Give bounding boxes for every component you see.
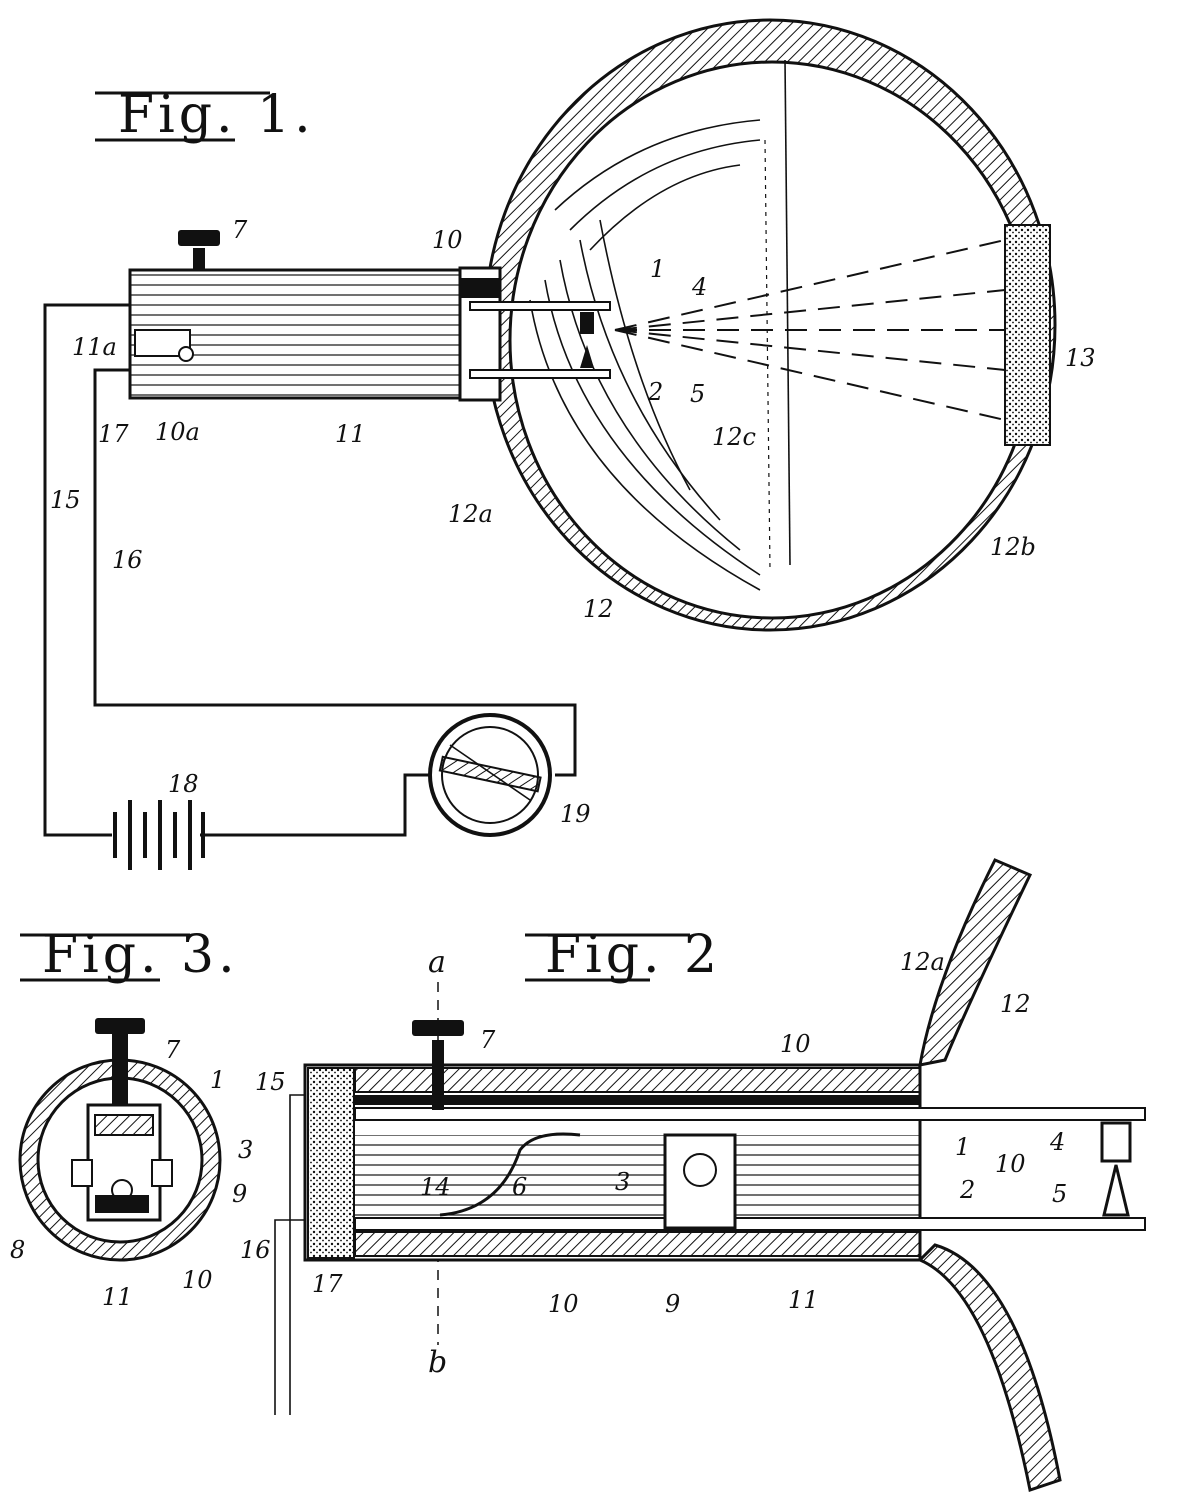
window-13	[1004, 224, 1051, 446]
fig3-title: Fig. 3.	[42, 925, 239, 985]
fig3-label-3: 3	[238, 1136, 253, 1164]
fig1-label-17: 17	[98, 420, 129, 448]
fig2-wall-lower	[917, 1243, 1062, 1492]
fig1-label-18: 18	[168, 770, 199, 798]
fig1-label-12b: 12b	[990, 533, 1036, 561]
fig2-wall-upper	[918, 858, 1033, 1067]
fig1-circuit	[43, 303, 577, 837]
fig2-label-17: 17	[312, 1270, 343, 1298]
insulator-17	[307, 1067, 355, 1259]
fig2-label-11: 11	[788, 1286, 819, 1314]
fig2-label-10-top: 10	[780, 1030, 811, 1058]
fig1-label-12a: 12a	[448, 500, 493, 528]
fig2-label-10-right: 10	[995, 1150, 1026, 1178]
fig1-label-19: 19	[560, 800, 591, 828]
fig1-label-7: 7	[232, 216, 248, 244]
fig2-label-10-bottom: 10	[548, 1290, 579, 1318]
fig1-label-10a: 10a	[155, 418, 200, 446]
fig2-label-6: 6	[512, 1173, 527, 1201]
fig1-label-10: 10	[432, 226, 463, 254]
fig2-label-3: 3	[615, 1168, 630, 1196]
fig3-label-10: 10	[182, 1266, 213, 1294]
fig1-label-12: 12	[583, 595, 614, 623]
fig2-label-15: 15	[255, 1068, 286, 1096]
fig1-label-12c: 12c	[712, 423, 756, 451]
fig3-label-7: 7	[165, 1036, 181, 1064]
fig2-label-5: 5	[1052, 1180, 1067, 1208]
fig2: Fig. 2 a b 7 10 15	[240, 858, 1146, 1492]
fig2-title: Fig. 2	[545, 925, 721, 985]
fig1-label-15: 15	[50, 486, 81, 514]
fig3-label-9: 9	[232, 1180, 247, 1208]
fig2-label-1: 1	[955, 1133, 970, 1161]
fig3-label-11: 11	[102, 1283, 133, 1311]
fig3-label-8: 8	[10, 1236, 25, 1264]
fig1-label-11: 11	[335, 420, 366, 448]
fig3-label-1: 1	[210, 1066, 225, 1094]
fig1-tube	[128, 230, 611, 402]
fig1-label-4: 4	[691, 273, 707, 301]
fig2-label-4: 4	[1049, 1128, 1065, 1156]
fig1-label-16: 16	[112, 546, 143, 574]
fig1-title: Fig. 1.	[118, 85, 315, 145]
fig2-label-16: 16	[240, 1236, 271, 1264]
fig2-label-14: 14	[420, 1173, 451, 1201]
fig1-label-2: 2	[647, 378, 663, 406]
fig2-label-12a: 12a	[900, 948, 945, 976]
fig2-label-7: 7	[480, 1026, 496, 1054]
battery-18	[113, 800, 205, 870]
fig1: Fig. 1.	[43, 18, 1096, 870]
fig1-label-11a: 11a	[72, 333, 117, 361]
fig1-label-1: 1	[650, 255, 665, 283]
fig2-label-a: a	[428, 945, 446, 980]
fig1-sphere-shell	[483, 18, 1057, 632]
meter-19	[428, 713, 552, 837]
fig2-label-b: b	[428, 1345, 447, 1380]
fig1-label-13: 13	[1065, 344, 1096, 372]
fig2-label-9: 9	[665, 1290, 680, 1318]
fig1-label-5: 5	[690, 380, 705, 408]
fig2-label-2: 2	[959, 1176, 975, 1204]
fig3: Fig. 3. 7 1 3 9 8 11 10	[10, 925, 253, 1311]
fig2-label-12: 12	[1000, 990, 1031, 1018]
